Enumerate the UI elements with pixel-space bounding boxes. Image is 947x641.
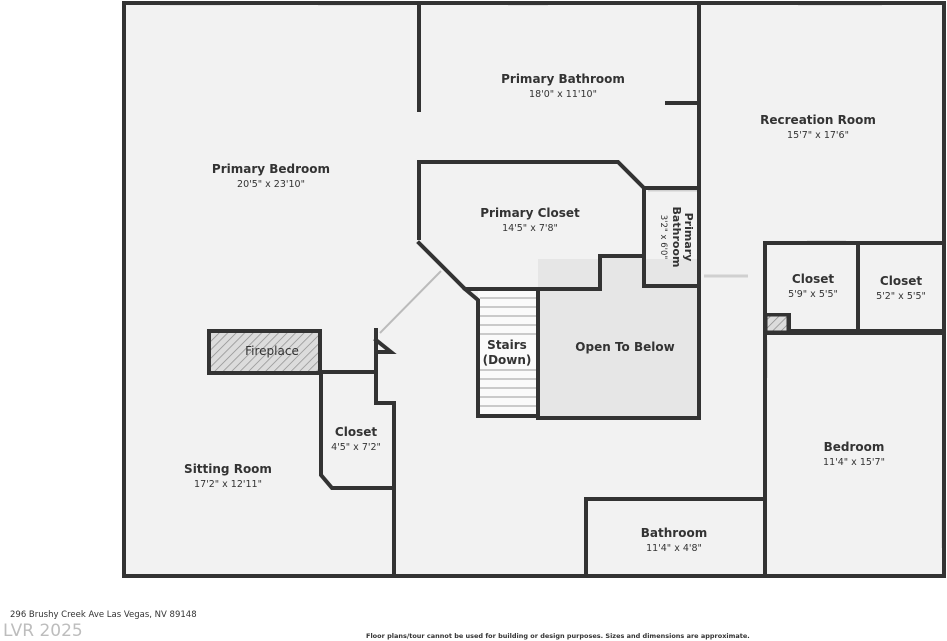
primary-bathroom-small-dims: 3'2" x 6'0" bbox=[658, 215, 668, 260]
primary-bedroom-name: Primary Bedroom bbox=[212, 162, 330, 176]
recreation-room-name: Recreation Room bbox=[760, 113, 876, 127]
stairs-name-1: Stairs bbox=[487, 338, 527, 352]
primary-bathroom-name: Primary Bathroom bbox=[501, 72, 625, 86]
sitting-room-name: Sitting Room bbox=[184, 462, 272, 476]
closet-b-dims: 5'2" x 5'5" bbox=[876, 291, 926, 302]
open-to-below-notch bbox=[538, 256, 699, 417]
primary-bathroom-small-name-1: Primary bbox=[682, 213, 695, 262]
closet-a-name: Closet bbox=[792, 272, 834, 286]
hatched-fixture bbox=[766, 315, 788, 332]
watermark: LVR 2025 bbox=[3, 621, 83, 641]
door-swing bbox=[379, 270, 442, 334]
fireplace-box bbox=[207, 329, 322, 375]
bedroom-name: Bedroom bbox=[824, 440, 885, 454]
room-labels: Primary Bedroom 20'5" x 23'10" Primary B… bbox=[184, 72, 926, 554]
property-address: 296 Brushy Creek Ave Las Vegas, NV 89148 bbox=[10, 610, 197, 620]
closet-c-name: Closet bbox=[335, 425, 377, 439]
fireplace-name: Fireplace bbox=[245, 344, 299, 358]
closet-b-name: Closet bbox=[880, 274, 922, 288]
primary-closet-name: Primary Closet bbox=[480, 206, 580, 220]
primary-bathroom-small-name-2: Bathroom bbox=[670, 207, 683, 268]
primary-bedroom-dims: 20'5" x 23'10" bbox=[237, 179, 305, 190]
bathroom-name: Bathroom bbox=[641, 526, 707, 540]
bedroom-dims: 11'4" x 15'7" bbox=[823, 457, 885, 468]
walls bbox=[122, 1, 946, 578]
sitting-room-dims: 17'2" x 12'11" bbox=[194, 479, 262, 490]
stairs-treads bbox=[478, 290, 538, 416]
bathroom-dims: 11'4" x 4'8" bbox=[646, 543, 702, 554]
closet-c-dims: 4'5" x 7'2" bbox=[331, 442, 381, 453]
recreation-room-dims: 15'7" x 17'6" bbox=[787, 130, 849, 141]
stairs-name-2: (Down) bbox=[483, 353, 532, 367]
disclaimer: Floor plans/tour cannot be used for buil… bbox=[366, 632, 750, 640]
closet-a-dims: 5'9" x 5'5" bbox=[788, 289, 838, 300]
open-to-below-name: Open To Below bbox=[575, 340, 674, 354]
primary-bathroom-dims: 18'0" x 11'10" bbox=[529, 89, 597, 100]
primary-closet-dims: 14'5" x 7'8" bbox=[502, 223, 558, 234]
